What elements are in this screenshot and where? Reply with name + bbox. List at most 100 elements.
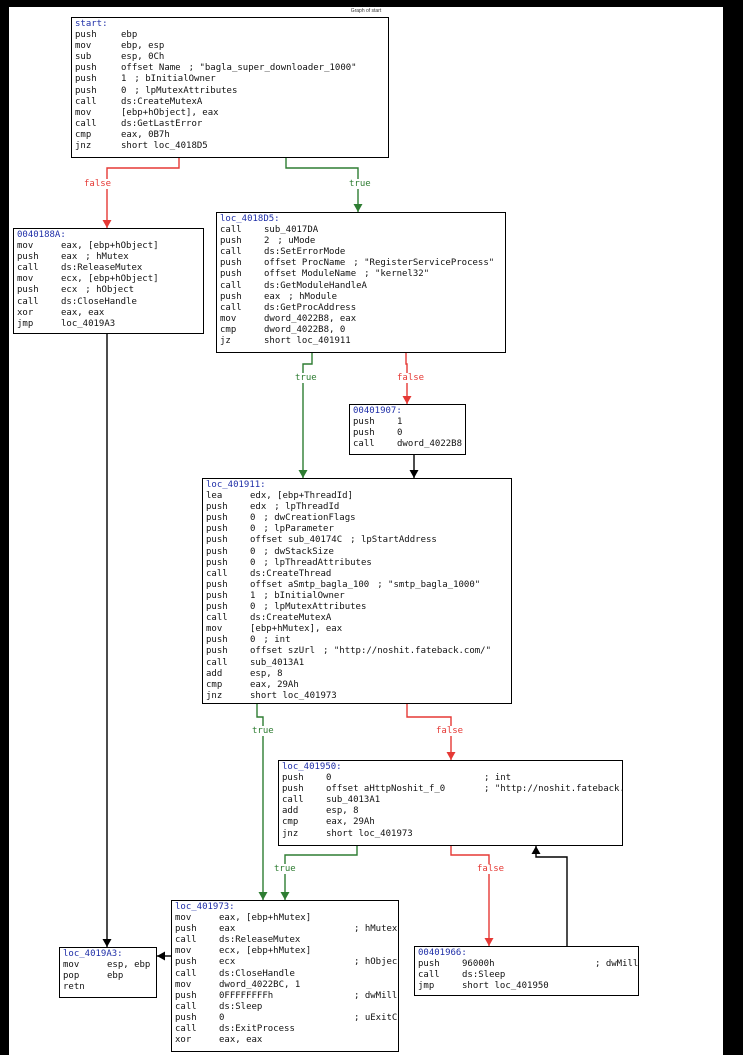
comment: ; "http://noshit.fateback.com/" (484, 784, 622, 795)
mnemonic: call (206, 657, 228, 668)
operand: eax, 29Ah (250, 679, 299, 690)
edge-start-to-loc_4018D5 (285, 158, 359, 212)
comment: ; "kernel32" (364, 269, 430, 280)
operand: edx (250, 502, 267, 513)
edge-label-true: true (251, 726, 275, 736)
comment: ; "RegisterServiceProcess" (353, 258, 495, 269)
operand: eax, [ebp+hObject] (61, 241, 159, 252)
operand: ebp, esp (121, 41, 165, 52)
mnemonic: call (17, 263, 39, 274)
instruction-line: call ds:ExitProcess (175, 1024, 395, 1035)
mnemonic: push (206, 590, 228, 601)
operand: ds:SetErrorMode (264, 247, 346, 258)
node-label: loc_401950: (282, 762, 342, 772)
comment: ; bInitialOwner (263, 590, 345, 601)
operand: sub_4017DA (264, 225, 319, 236)
operand: 0 (121, 85, 127, 96)
operand: 2 (264, 236, 270, 247)
operand: dword_4022B8, 0 (264, 324, 346, 335)
mnemonic: pop (63, 971, 80, 982)
mnemonic: push (206, 502, 228, 513)
arrowhead (484, 938, 494, 946)
edge-label-false: false (476, 864, 506, 874)
mnemonic: push (282, 784, 304, 795)
mnemonic: call (206, 568, 228, 579)
mnemonic: xor (17, 307, 34, 318)
mnemonic: push (220, 258, 242, 269)
instruction-line: retn (63, 982, 153, 993)
arrowhead (102, 220, 112, 228)
graph-title: Graph of start (350, 8, 382, 14)
mnemonic: retn (63, 982, 85, 993)
operand: esp, 8 (250, 668, 283, 679)
mnemonic: push (175, 1012, 197, 1023)
mnemonic: push (353, 417, 375, 428)
operand: [ebp+hMutex], eax (250, 624, 343, 635)
operand: 1 (121, 74, 127, 85)
mnemonic: mov (175, 946, 192, 957)
operand: 0 (250, 602, 256, 613)
operand: ds:GetLastError (121, 118, 203, 129)
comment: ; uExitCode (354, 1012, 398, 1023)
comment: ; dwStackSize (263, 546, 334, 557)
mnemonic: push (418, 959, 440, 970)
comment: ; "smtp_bagla_1000" (377, 579, 481, 590)
mnemonic: call (175, 968, 197, 979)
operand: loc_4019A3 (61, 318, 116, 329)
mnemonic: push (75, 85, 97, 96)
edge-loc_4018D5-to-n00401907 (405, 353, 408, 404)
mnemonic: xor (175, 1035, 192, 1046)
instruction-line: mov[ebp+hObject], eax (75, 108, 385, 119)
operand: sub_4013A1 (326, 795, 381, 806)
operand: ds:ExitProcess (219, 1024, 295, 1035)
mnemonic: mov (175, 979, 192, 990)
operand: ds:CloseHandle (61, 296, 137, 307)
operand: 1 (250, 590, 256, 601)
operand: esp, ebp (107, 960, 151, 971)
comment: ; int (263, 635, 291, 646)
mnemonic: push (175, 990, 197, 1001)
comment: ; lpMutexAttributes (134, 85, 238, 96)
operand: offset aHttpNoshit_f_0 (326, 784, 446, 795)
mnemonic: push (17, 285, 39, 296)
edge-loc_401911-to-loc_401973 (256, 704, 264, 900)
mnemonic: push (220, 291, 242, 302)
mnemonic: mov (220, 313, 237, 324)
mnemonic: call (175, 1024, 197, 1035)
arrowhead (258, 892, 268, 900)
operand: short loc_401911 (264, 336, 351, 347)
arrowhead (353, 204, 363, 212)
edge-loc_4018D5-to-loc_401911 (302, 353, 313, 478)
instruction-line: push 0 ; lpMutexAttributes (75, 86, 385, 97)
comment: ; "http://noshit.fateback.com/" (323, 646, 492, 657)
mnemonic: push (206, 579, 228, 590)
mnemonic: push (175, 924, 197, 935)
mnemonic: jnz (206, 690, 223, 701)
instruction-line: push 1 ; bInitialOwner (206, 591, 508, 602)
